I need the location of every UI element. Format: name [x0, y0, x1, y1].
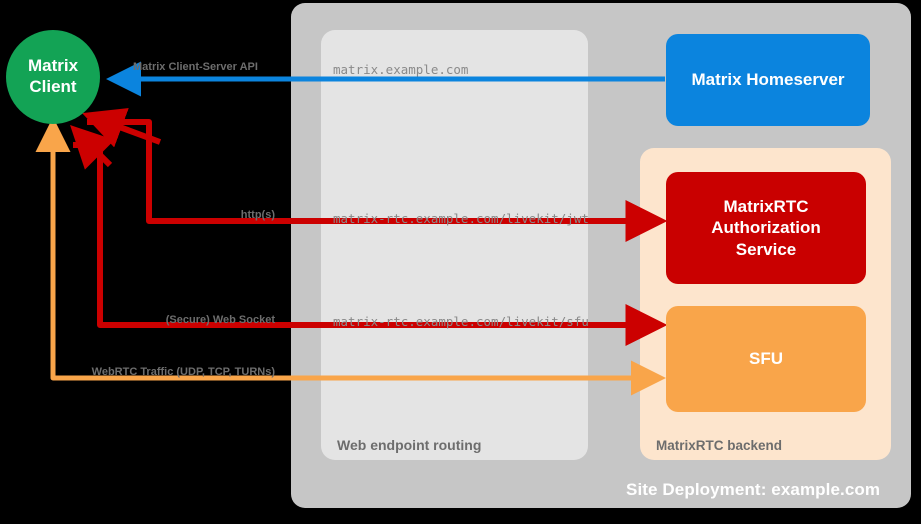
node-matrix-homeserver[interactable]: Matrix Homeserver: [666, 34, 870, 126]
site-deployment-label: Site Deployment: example.com: [626, 480, 881, 499]
edge-label-https: http(s): [240, 209, 275, 221]
matrix-client-label-line1: Matrix: [27, 56, 79, 76]
matrix-homeserver-label: Matrix Homeserver: [691, 70, 845, 90]
endpoint-url-matrix: matrix.example.com: [333, 62, 469, 77]
arrow-secure-websocket-return-head: [70, 125, 115, 170]
arrow-http-jwt-return-head: [82, 108, 162, 148]
node-sfu[interactable]: SFU: [666, 306, 866, 412]
edge-label-matrix-client-server-api: Matrix Client-Server API: [133, 61, 258, 73]
auth-service-label-line1: MatrixRTC: [723, 197, 809, 217]
edge-label-webrtc-traffic: WebRTC Traffic (UDP, TCP, TURNs): [91, 366, 275, 378]
node-matrixrtc-authorization-service[interactable]: MatrixRTC Authorization Service: [666, 172, 866, 284]
web-endpoint-routing-panel: [321, 30, 588, 460]
endpoint-url-livekit-jwt: matrix-rtc.example.com/livekit/jwt: [333, 211, 589, 226]
matrix-client-label-line2: Client: [29, 77, 77, 96]
sfu-label: SFU: [749, 349, 783, 369]
node-matrix-client[interactable]: Matrix Client: [6, 30, 100, 124]
web-endpoint-routing-label: Web endpoint routing: [337, 437, 482, 453]
edge-label-secure-websocket: (Secure) Web Socket: [165, 314, 275, 326]
matrixrtc-backend-label: MatrixRTC backend: [656, 438, 783, 453]
endpoint-url-livekit-sfu: matrix-rtc.example.com/livekit/sfu: [333, 314, 589, 329]
auth-service-label-line2: Authorization: [711, 218, 821, 238]
auth-service-label-line3: Service: [735, 239, 797, 259]
